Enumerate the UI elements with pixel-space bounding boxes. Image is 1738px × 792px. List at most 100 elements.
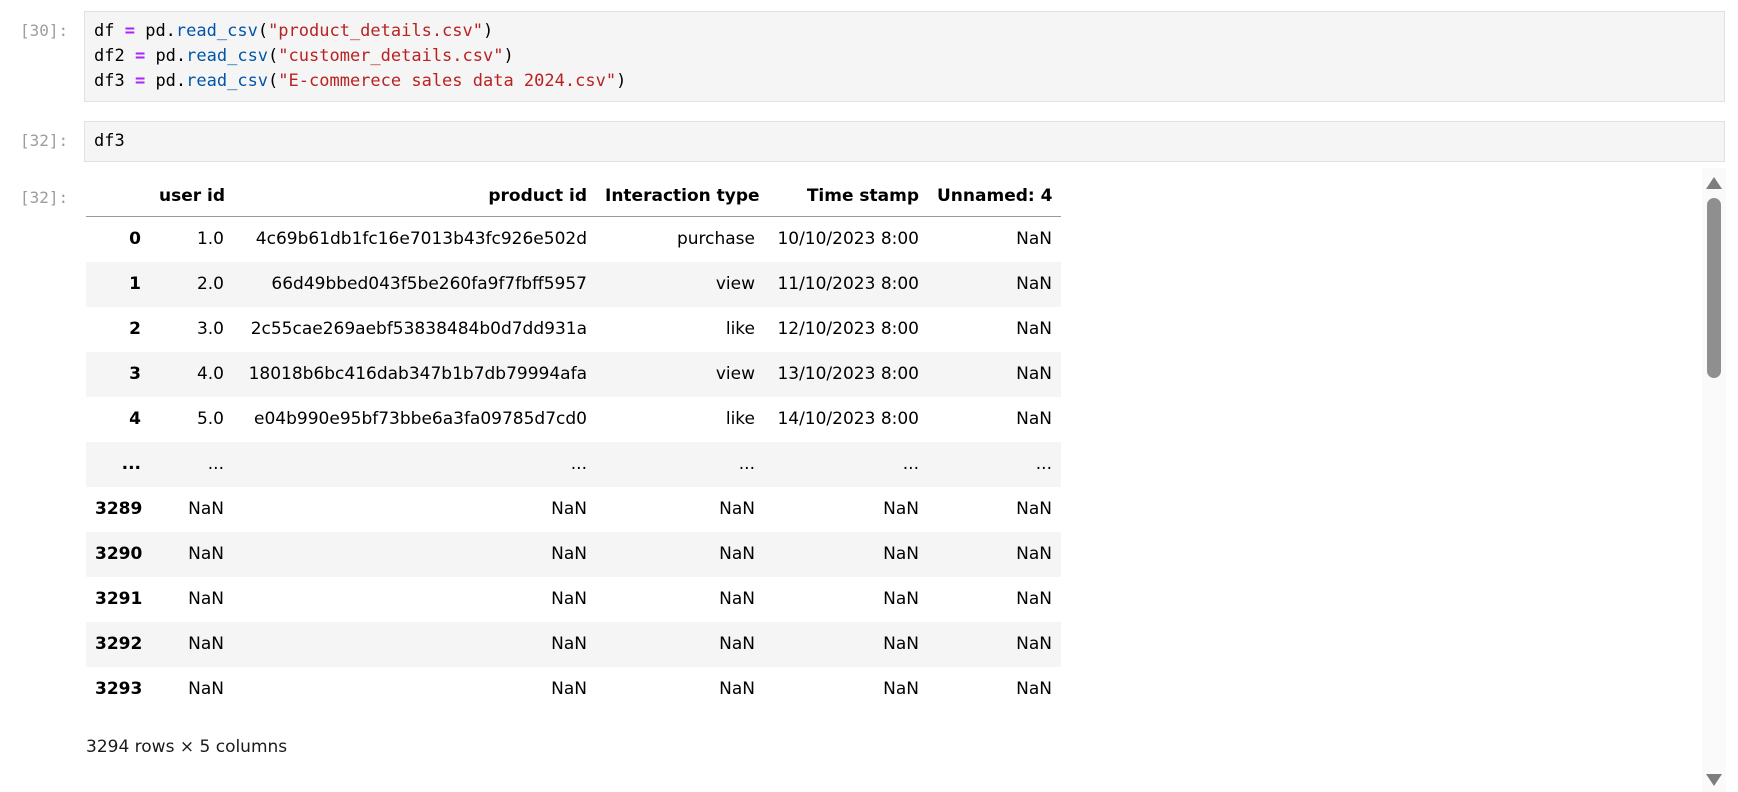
table-cell: e04b990e95bf73bbe6a3fa09785d7cd0 [254, 409, 587, 429]
code-token: "E-commerece sales data 2024.csv" [278, 71, 617, 91]
code-token: ( [268, 46, 279, 66]
scroll-down-icon[interactable] [1706, 774, 1722, 786]
table-cell: like [725, 409, 755, 429]
table-cell: ... [738, 454, 755, 474]
code-token: ( [257, 21, 269, 41]
table-cell: NaN [551, 634, 587, 654]
dataframe-dimensions: 3294 rows × 5 columns [86, 736, 288, 757]
table-cell: NaN [551, 679, 587, 699]
code-token: pd. [145, 71, 187, 91]
code-editor-32[interactable]: df3 [84, 121, 1725, 162]
table-cell: 1.0 [196, 229, 224, 250]
table-cell: ... [570, 454, 587, 474]
table-cell: view [715, 364, 755, 384]
table-row: 4 5.0 e04b990e95bf73bbe6a3fa09785d7cd0 like… [86, 397, 1061, 442]
column-header: Time stamp [764, 176, 928, 217]
row-index-cell: ... [121, 454, 141, 474]
table-cell: NaN [883, 679, 919, 699]
vertical-scrollbar[interactable] [1702, 168, 1726, 792]
code-token: "customer_details.csv" [278, 46, 504, 66]
table-cell: NaN [719, 499, 755, 519]
scroll-up-icon[interactable] [1706, 177, 1722, 189]
code-token: read_csv [186, 71, 269, 91]
table-cell: purchase [676, 229, 755, 250]
code-line: df2 = pd.read_csv("customer_details.csv"… [94, 44, 1715, 69]
table-cell: 2c55cae269aebf53838484b0d7dd931a [250, 319, 587, 339]
code-token: read_csv [186, 46, 269, 66]
table-cell: 11/10/2023 8:00 [777, 274, 919, 294]
input-prompt-32: [32]: [20, 131, 69, 150]
scrollbar-thumb[interactable] [1707, 198, 1721, 378]
output-prompt-32: [32]: [20, 188, 69, 207]
table-cell: NaN [719, 679, 755, 699]
code-token: df3 [94, 71, 135, 91]
code-token: ) [483, 21, 494, 41]
table-cell: NaN [1016, 679, 1052, 699]
table-cell: NaN [1016, 634, 1052, 654]
code-editor-30[interactable]: df = pd.read_csv("product_details.csv")d… [84, 11, 1725, 102]
table-cell: NaN [551, 589, 587, 609]
table-cell: NaN [188, 679, 224, 699]
table-cell: NaN [1016, 589, 1052, 609]
table-cell: NaN [188, 544, 224, 564]
input-prompt-30: [30]: [20, 21, 69, 40]
table-cell: NaN [1016, 229, 1052, 250]
table-cell: 14/10/2023 8:00 [777, 409, 919, 429]
row-index-cell: 3290 [95, 544, 143, 564]
table-cell: like [725, 319, 755, 339]
code-token: df [94, 21, 125, 41]
dataframe-body: 0 1.0 4c69b61db1fc16e7013b43fc926e502d purc… [86, 217, 1061, 712]
table-cell: NaN [188, 499, 224, 519]
table-cell: NaN [1016, 364, 1052, 384]
code-token: df2 [94, 46, 135, 66]
code-token: ) [503, 46, 514, 66]
table-cell: 2.0 [196, 274, 224, 294]
row-index-cell: 4 [129, 409, 141, 429]
column-header: user id [150, 176, 233, 217]
table-cell: 5.0 [196, 409, 224, 429]
table-cell: view [715, 274, 755, 294]
table-cell: NaN [1016, 544, 1052, 564]
table-cell: NaN [1016, 274, 1052, 294]
table-cell: 18018b6bc416dab347b1b7db79994afa [248, 364, 587, 384]
code-token: = [134, 71, 146, 91]
table-cell: 4.0 [196, 364, 224, 384]
code-line: df3 [94, 129, 1715, 154]
table-cell: NaN [551, 544, 587, 564]
column-header [86, 176, 150, 217]
table-cell: NaN [883, 634, 919, 654]
column-header: Interaction type [596, 176, 764, 217]
table-cell: ... [902, 454, 919, 474]
row-index-cell: 0 [129, 229, 141, 250]
table-cell: 3.0 [196, 319, 224, 339]
table-cell: 10/10/2023 8:00 [777, 229, 919, 250]
row-index-cell: 1 [129, 274, 141, 294]
table-cell: NaN [719, 544, 755, 564]
code-token: ( [268, 71, 279, 91]
code-token: = [134, 46, 146, 66]
code-token: df3 [94, 131, 125, 151]
table-cell: NaN [188, 634, 224, 654]
code-cell-30: [30]: df = pd.read_csv("product_details.… [0, 11, 1738, 102]
table-cell: ... [1035, 454, 1052, 474]
table-cell: NaN [719, 589, 755, 609]
code-token: "product_details.csv" [268, 21, 483, 41]
table-cell: NaN [719, 634, 755, 654]
table-cell: 4c69b61db1fc16e7013b43fc926e502d [255, 229, 587, 250]
table-cell: 12/10/2023 8:00 [777, 319, 919, 339]
table-row: .................. [86, 441, 1061, 487]
code-token: pd. [134, 21, 176, 41]
table-cell: NaN [883, 589, 919, 609]
table-cell: NaN [1016, 409, 1052, 429]
code-token: read_csv [175, 21, 258, 41]
